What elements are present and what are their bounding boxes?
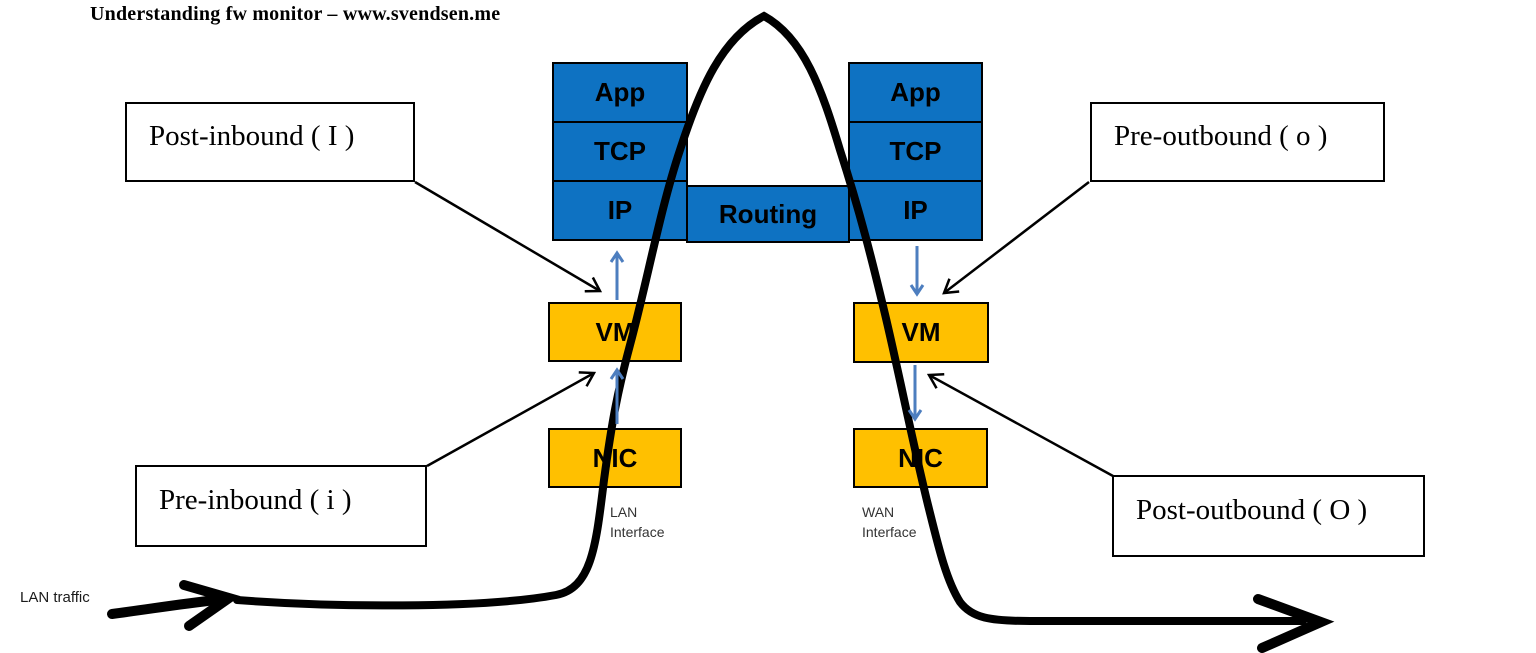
right-nic-box: NIC [853, 428, 988, 488]
lan-interface-line2: Interface [610, 524, 665, 540]
wan-interface-line1: WAN [862, 504, 895, 520]
left-nic-box: NIC [548, 428, 682, 488]
lan-traffic-label: LAN traffic [20, 589, 90, 606]
lan-traffic-arrowhead-icon [179, 580, 241, 631]
pre-inbound-callout: Pre-inbound ( i ) [135, 465, 427, 547]
lan-interface-label: LAN Interface [610, 502, 664, 542]
left-app-box: App [552, 62, 688, 123]
right-vm-box: VM [853, 302, 989, 363]
right-protocol-stack: App TCP IP [848, 62, 983, 241]
lan-interface-line1: LAN [610, 504, 638, 520]
pre-outbound-callout: Pre-outbound ( o ) [1090, 102, 1385, 182]
right-ip-box: IP [848, 180, 983, 241]
wan-interface-line2: Interface [862, 524, 917, 540]
post-inbound-callout: Post-inbound ( I ) [125, 102, 415, 182]
wan-interface-label: WAN Interface [862, 502, 916, 542]
diagram-title: Understanding fw monitor – www.svendsen.… [90, 3, 501, 25]
left-ip-box: IP [552, 180, 688, 241]
right-app-box: App [848, 62, 983, 123]
left-protocol-stack: App TCP IP [552, 62, 688, 241]
right-tcp-box: TCP [848, 121, 983, 182]
left-tcp-box: TCP [552, 121, 688, 182]
traffic-path-arrowhead-icon [1253, 594, 1335, 653]
post-outbound-callout: Post-outbound ( O ) [1112, 475, 1425, 557]
lan-traffic-arrow [107, 595, 221, 619]
left-vm-box: VM [548, 302, 682, 362]
routing-box: Routing [686, 185, 850, 243]
